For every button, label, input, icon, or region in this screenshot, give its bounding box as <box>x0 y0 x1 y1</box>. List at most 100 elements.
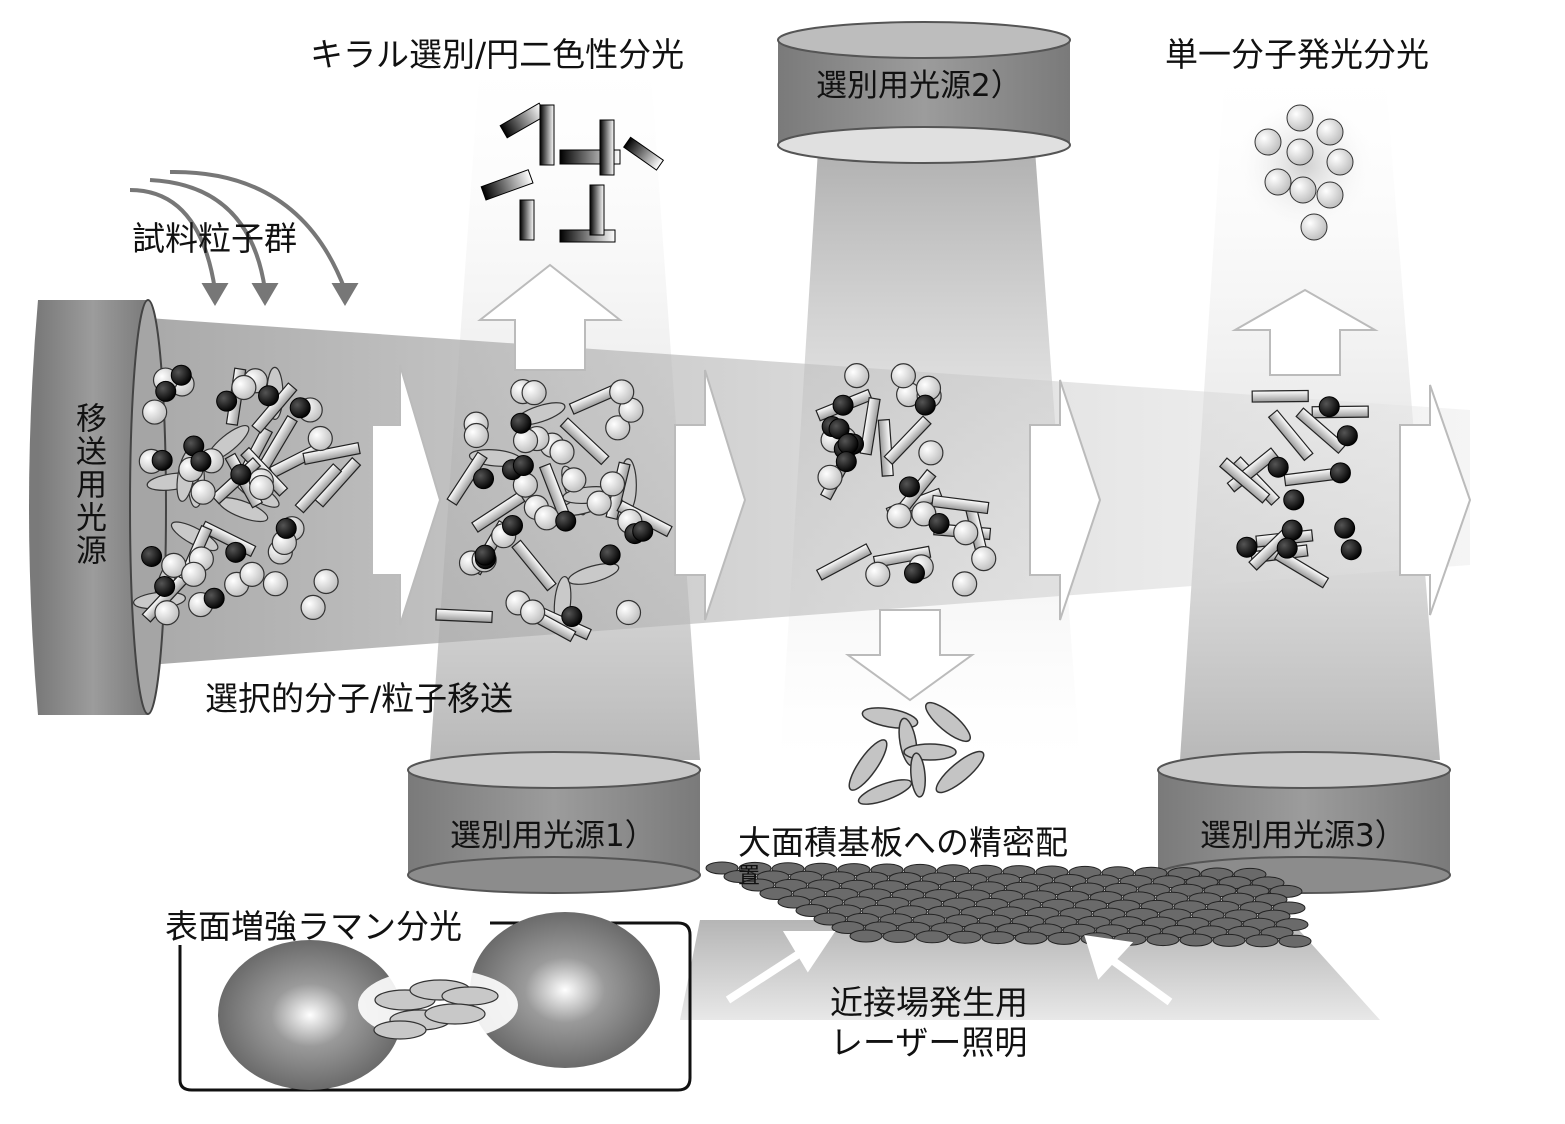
black-particle <box>502 514 524 536</box>
white-particle <box>520 599 546 625</box>
black-particle <box>1276 537 1298 559</box>
flow-arrow-3 <box>1029 379 1102 621</box>
ellipse-particle <box>567 563 620 585</box>
substrate-dot <box>1212 933 1246 947</box>
rod-particle <box>294 463 343 514</box>
substrate-dot <box>741 878 775 892</box>
label-chiral-separation: キラル選別/円二色性分光 <box>310 35 685 74</box>
black-particle <box>1340 539 1362 561</box>
black-particle <box>225 541 247 563</box>
white-particle <box>890 363 916 389</box>
black-particle <box>473 468 495 490</box>
black-particle <box>155 380 177 402</box>
particle-group-after-single <box>1218 389 1369 589</box>
up-arrow-single <box>1231 288 1379 376</box>
white-particle <box>300 594 326 621</box>
black-particle <box>561 606 583 628</box>
rod-particle <box>1273 548 1330 589</box>
label-transport-source: 移送用光源 <box>70 402 106 567</box>
arranged-substrate <box>705 861 1312 948</box>
white-particle <box>142 399 168 425</box>
substrate-dot <box>981 931 1015 945</box>
rod-particle <box>859 397 881 456</box>
up-arrow-chiral <box>477 263 623 371</box>
particle-group-mixed <box>133 364 362 626</box>
rod-particle <box>1295 407 1347 455</box>
substrate-dot <box>723 870 757 883</box>
down-arrow-arrange <box>844 609 976 702</box>
transport-beam <box>148 318 1470 665</box>
label-single-molecule: 単一分子発光分光 <box>1165 35 1429 74</box>
black-particle <box>1336 425 1358 447</box>
white-particle <box>534 505 560 531</box>
white-particle <box>918 440 944 466</box>
black-particle <box>898 476 920 498</box>
white-particle <box>521 380 547 406</box>
white-particle <box>231 374 257 401</box>
substrate-dot <box>813 912 847 926</box>
label-precise-arrangement-tail: 置 <box>738 864 761 889</box>
black-particle <box>203 587 225 609</box>
flow-arrow-1 <box>371 364 442 626</box>
white-particle <box>844 363 870 389</box>
black-particle <box>1283 489 1305 511</box>
black-particle <box>1318 396 1340 418</box>
rod-particle <box>931 494 990 515</box>
sers-box <box>178 912 692 1092</box>
white-particle <box>971 546 997 572</box>
white-particle <box>886 503 912 529</box>
white-particle <box>865 561 891 587</box>
white-particle <box>549 439 575 465</box>
substrate-dot <box>915 930 949 944</box>
white-particle <box>953 520 979 546</box>
black-particle <box>1281 519 1303 541</box>
falling-ellipses <box>848 701 985 805</box>
rod-particle <box>872 545 932 569</box>
sample-inflow-arrows <box>129 169 359 306</box>
substrate-dot <box>1047 931 1081 945</box>
substrate-dot <box>705 861 739 875</box>
white-particle <box>307 425 333 452</box>
white-particle <box>463 422 489 449</box>
black-particle <box>903 562 925 584</box>
rod-particle <box>302 441 361 465</box>
substrate-dot <box>759 887 793 900</box>
single-molecule-cluster <box>1233 93 1377 241</box>
black-particle <box>555 510 577 532</box>
rod-particle <box>511 539 557 592</box>
black-particle <box>216 390 238 412</box>
rod-particle <box>1218 457 1271 504</box>
black-particle <box>474 544 496 566</box>
black-particle <box>275 517 297 539</box>
substrate-dot <box>849 929 883 943</box>
rod-particle <box>1251 389 1309 403</box>
white-particle <box>817 464 843 490</box>
black-particle <box>289 397 311 419</box>
black-particle <box>928 513 950 535</box>
particle-group-after-arrange <box>815 363 997 597</box>
white-particle <box>561 467 587 493</box>
flow-arrow-4 <box>1399 384 1472 616</box>
black-particle <box>1329 462 1351 484</box>
label-selection-source-2: 選別用光源2） <box>816 68 1022 104</box>
substrate-dot <box>1014 931 1048 945</box>
black-particle <box>1267 456 1289 478</box>
white-particle <box>952 571 978 597</box>
rod-particle <box>815 543 873 581</box>
white-particle <box>313 568 339 595</box>
black-particle <box>170 364 192 386</box>
black-particle <box>512 455 534 477</box>
substrate-dot <box>777 895 811 909</box>
white-particle <box>181 561 207 587</box>
white-particle <box>239 561 265 587</box>
label-selective-transport: 選択的分子/粒子移送 <box>205 679 514 718</box>
rod-particle <box>559 417 610 466</box>
label-sample-particles: 試料粒子群 <box>132 219 297 258</box>
chiral-shapes <box>480 102 665 243</box>
rod-particle <box>435 608 493 624</box>
white-particle <box>599 471 626 497</box>
substrate-dot <box>831 921 865 934</box>
black-particle <box>632 520 654 542</box>
white-particle <box>154 600 180 626</box>
label-selection-source-3: 選別用光源3） <box>1200 818 1406 854</box>
